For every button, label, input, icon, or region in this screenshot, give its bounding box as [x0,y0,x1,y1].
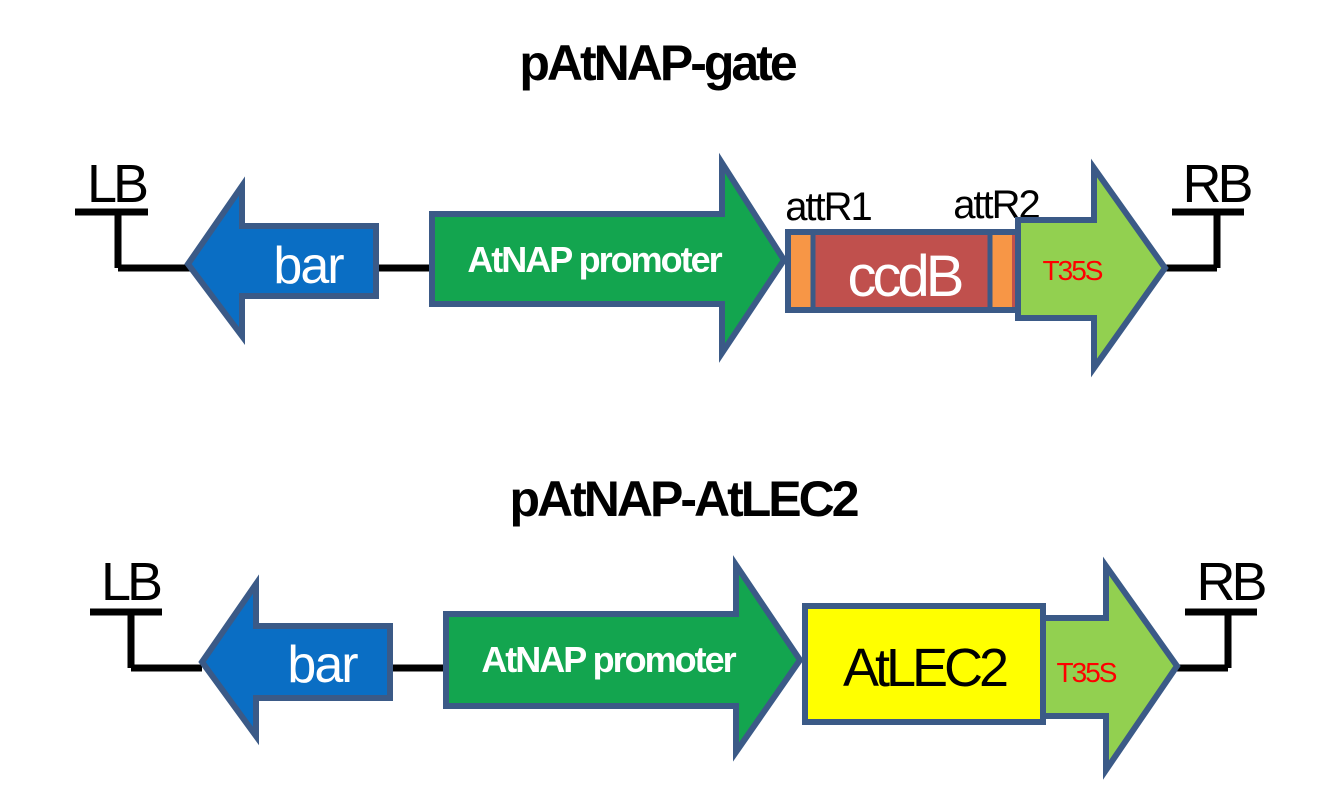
attr1-site [791,235,811,307]
construct-title: pAtNAP-AtLEC2 [509,471,857,527]
construct-gate: pAtNAP-gate LB RB bar AtNAP promoter ccd… [75,35,1255,378]
bar-gene-label: bar [287,636,358,694]
promoter-arrow [429,152,788,363]
left-border-label: LB [87,154,147,214]
atlec2-insert [802,603,1046,725]
left-border-label: LB [101,552,161,612]
bar-gene-arrow [198,574,393,746]
promoter-label: AtNAP promoter [467,239,722,280]
attr2-site [992,235,1012,307]
ccdb-label: ccdB [848,244,962,309]
attr1-label: attR1 [785,185,871,229]
t-dna-backbone [75,208,1244,272]
right-border-label: RB [1196,552,1265,612]
promoter-arrow [443,555,804,762]
right-border-label: RB [1182,154,1251,214]
promoter-label: AtNAP promoter [481,639,736,680]
terminator-label: T35S [1057,657,1117,688]
terminator-arrow [1040,556,1181,780]
bar-gene-arrow [184,176,379,345]
terminator-label: T35S [1043,255,1103,286]
bar-gene-label: bar [273,237,344,295]
construct-title: pAtNAP-gate [519,35,797,91]
atlec2-label: AtLEC2 [843,638,1007,698]
terminator-arrow [1015,158,1169,378]
construct-atlec2: pAtNAP-AtLEC2 LB RB bar AtNAP promoter A… [90,471,1269,780]
t-dna-backbone [90,608,1257,672]
